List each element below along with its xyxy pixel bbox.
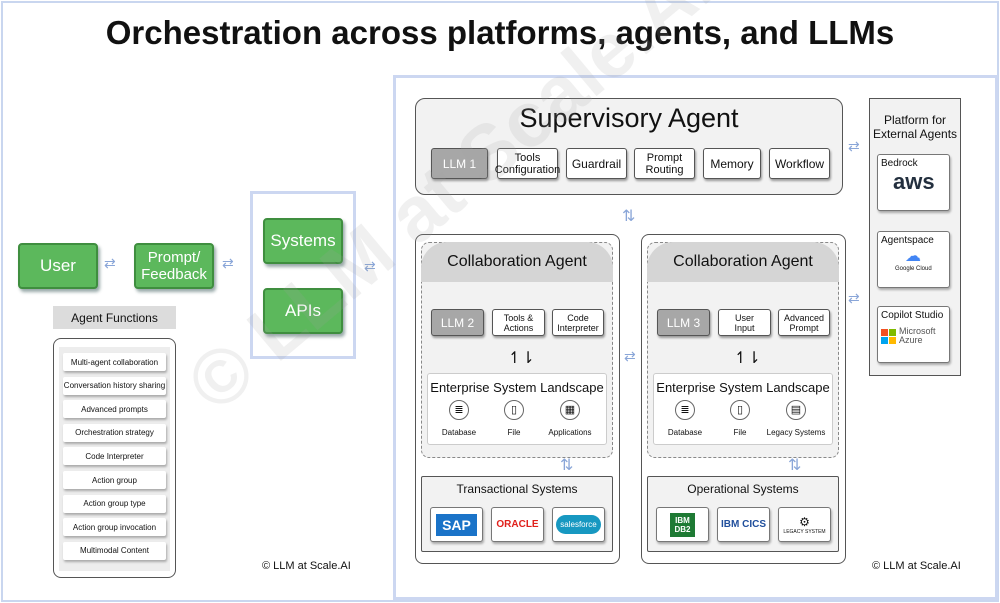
agent-function-item: Advanced prompts bbox=[63, 400, 166, 419]
transactional-systems-title: Transactional Systems bbox=[456, 482, 578, 496]
oracle-logo-text: ORACLE bbox=[496, 519, 539, 530]
arrow-supervisory-platform: ⇄ bbox=[848, 138, 860, 154]
salesforce-logo-text: salesforce bbox=[556, 515, 601, 534]
legacy-system-logo: ⚙ LEGACY SYSTEM bbox=[778, 507, 831, 542]
esl-left-file: ▯ File bbox=[493, 400, 535, 437]
legacy-system-icon: ⚙ bbox=[799, 514, 810, 529]
ibm-cics-logo-text: IBM CICS bbox=[721, 519, 766, 530]
apis-box: APIs bbox=[263, 288, 343, 334]
arrow-user-prompt: ⇄ bbox=[104, 255, 116, 271]
arrow-left-esl-systems: ⇅ bbox=[560, 457, 574, 474]
ibm-cics-logo: IBM CICS bbox=[717, 507, 770, 542]
user-input-chip: User Input bbox=[718, 309, 771, 336]
arrow-right-esl-systems: ⇅ bbox=[788, 457, 802, 474]
agent-functions-title: Agent Functions bbox=[53, 306, 176, 329]
esl-right-file: ▯ File bbox=[719, 400, 761, 437]
file-label: File bbox=[507, 428, 521, 437]
salesforce-logo: salesforce bbox=[552, 507, 605, 542]
code-interpreter-chip: Code Interpreter bbox=[552, 309, 604, 336]
database-icon: ≣ bbox=[675, 400, 695, 420]
file-icon: ▯ bbox=[730, 400, 750, 420]
agent-function-item: Orchestration strategy bbox=[63, 423, 166, 442]
llm-2-chip: LLM 2 bbox=[431, 309, 484, 336]
file-label: File bbox=[733, 428, 747, 437]
operational-systems-title: Operational Systems bbox=[687, 482, 799, 496]
bedrock-card: Bedrock aws bbox=[877, 154, 950, 211]
esl-right-legacy: ▤ Legacy Systems bbox=[765, 400, 827, 437]
google-cloud-logo-text: Google Cloud bbox=[895, 266, 932, 272]
systems-box: Systems bbox=[263, 218, 343, 264]
platform-title: Platform for External Agents bbox=[872, 113, 958, 141]
agentspace-label: Agentspace bbox=[881, 235, 934, 246]
copilot-studio-label: Copilot Studio bbox=[881, 310, 944, 321]
copyright-left: © LLM at Scale.AI bbox=[262, 560, 351, 572]
azure-logo-text: Microsoft Azure bbox=[899, 326, 936, 345]
arrow-supervisory-collab: ⇅ bbox=[622, 208, 636, 225]
legacy-system-logo-text: LEGACY SYSTEM bbox=[783, 528, 826, 535]
arrow-apis-main: ⇄ bbox=[364, 258, 376, 274]
arrow-collab-left-right: ⇄ bbox=[624, 348, 636, 364]
sap-logo: SAP bbox=[430, 507, 483, 542]
arrow-left-llm-esl: ↿⇂ bbox=[508, 350, 535, 367]
workflow-chip: Workflow bbox=[769, 148, 830, 179]
tools-actions-chip: Tools & Actions bbox=[492, 309, 545, 336]
database-icon: ≣ bbox=[449, 400, 469, 420]
memory-chip: Memory bbox=[703, 148, 761, 179]
collab-right-title: Collaboration Agent bbox=[647, 242, 839, 282]
legacy-systems-icon: ▤ bbox=[786, 400, 806, 420]
esl-left-title: Enterprise System Landscape bbox=[430, 380, 604, 395]
supervisory-agent-title: Supervisory Agent bbox=[519, 103, 739, 133]
esl-right-database: ≣ Database bbox=[664, 400, 706, 437]
copilot-studio-card: Copilot Studio Microsoft Azure bbox=[877, 306, 950, 363]
google-cloud-icon: ☁ bbox=[905, 248, 921, 265]
arrow-prompt-systems: ⇄ bbox=[222, 255, 234, 271]
agent-function-item: Action group type bbox=[63, 494, 166, 513]
user-box: User bbox=[18, 243, 98, 289]
applications-label: Applications bbox=[548, 428, 592, 437]
agent-function-item: Conversation history sharing bbox=[63, 376, 166, 395]
database-label: Database bbox=[441, 428, 477, 437]
aws-logo: aws bbox=[893, 169, 935, 194]
agent-function-item: Multi-agent collaboration bbox=[63, 353, 166, 371]
agent-function-item: Code Interpreter bbox=[63, 447, 166, 466]
esl-left-applications: ▦ Applications bbox=[543, 400, 597, 437]
llm-3-chip: LLM 3 bbox=[657, 309, 710, 336]
file-icon: ▯ bbox=[504, 400, 524, 420]
agentspace-card: Agentspace ☁ Google Cloud bbox=[877, 231, 950, 288]
collab-left-title: Collaboration Agent bbox=[421, 242, 613, 282]
sap-logo-text: SAP bbox=[436, 513, 477, 536]
guardrail-chip: Guardrail bbox=[566, 148, 627, 179]
applications-icon: ▦ bbox=[560, 400, 580, 420]
esl-right-title: Enterprise System Landscape bbox=[656, 380, 830, 395]
oracle-logo: ORACLE bbox=[491, 507, 544, 542]
agent-function-item: Action group bbox=[63, 471, 166, 489]
agent-function-item: Multimodal Content bbox=[63, 541, 166, 560]
microsoft-logo-icon bbox=[881, 328, 896, 344]
llm-1-chip: LLM 1 bbox=[431, 148, 488, 179]
agent-function-item: Action group invocation bbox=[63, 518, 166, 537]
copyright-right: © LLM at Scale.AI bbox=[872, 560, 961, 572]
bedrock-label: Bedrock bbox=[881, 158, 918, 169]
ibm-db2-logo: IBM DB2 bbox=[656, 507, 709, 542]
page-title: Orchestration across platforms, agents, … bbox=[105, 14, 895, 51]
legacy-systems-label: Legacy Systems bbox=[766, 428, 826, 437]
database-label: Database bbox=[667, 428, 703, 437]
azure-logo: Microsoft Azure bbox=[881, 327, 936, 345]
arrow-right-llm-esl: ↿⇂ bbox=[734, 350, 761, 367]
ibm-db2-logo-text: IBM DB2 bbox=[670, 512, 695, 537]
tools-configuration-chip: Tools Configuration bbox=[495, 148, 560, 179]
advanced-prompt-chip: Advanced Prompt bbox=[778, 309, 830, 336]
esl-left-database: ≣ Database bbox=[438, 400, 480, 437]
prompt-feedback-box: Prompt/ Feedback bbox=[134, 243, 214, 289]
prompt-routing-chip: Prompt Routing bbox=[634, 148, 695, 179]
arrow-collab-platform: ⇄ bbox=[848, 290, 860, 306]
